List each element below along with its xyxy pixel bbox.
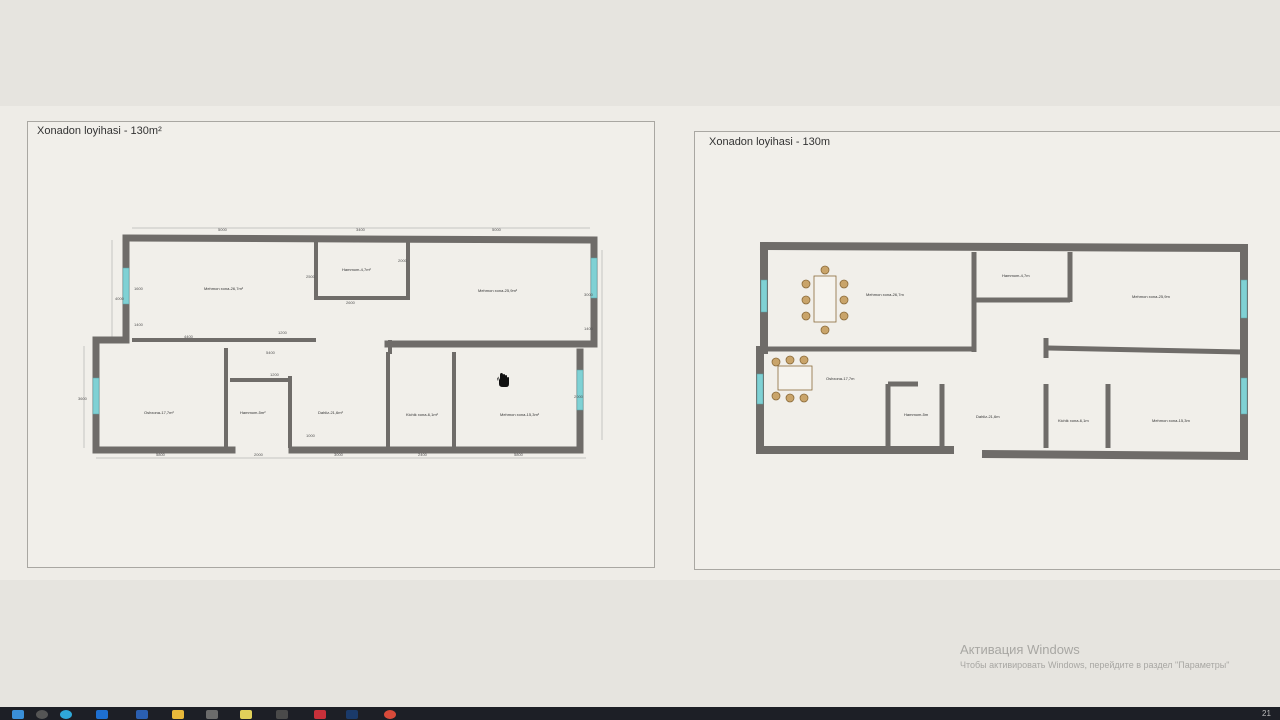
left-floor-plan — [83, 227, 603, 459]
dim-inner-6: 4400 — [184, 334, 194, 339]
right-floor-plan — [756, 241, 1248, 461]
wall-bottom-right — [388, 348, 584, 454]
autocad-icon[interactable] — [314, 710, 326, 719]
right-plan-title: Xonadon loyihasi - 130m — [709, 136, 831, 148]
dim-right-upper: 3000 — [584, 292, 594, 297]
dim-inner-1: 1600 — [134, 286, 144, 291]
photoshop-icon[interactable] — [346, 710, 358, 719]
dim-top-mid: 3400 — [356, 227, 366, 232]
wall-top-right — [122, 234, 598, 348]
dim-top-right: 5000 — [492, 227, 502, 232]
activation-watermark-text: Чтобы активировать Windows, перейдите в … — [960, 660, 1230, 670]
r-wall-inner-5 — [1047, 345, 1243, 355]
dim-inner-2: 2500 — [306, 274, 316, 279]
dim-inner-7: 1200 — [278, 330, 288, 335]
dim-bottom-2: 2000 — [254, 452, 264, 457]
taskbar: 21 — [0, 707, 1280, 720]
dim-right-lower: 2000 — [574, 394, 584, 399]
dim-left-lower: 3600 — [78, 396, 88, 401]
window-right-upper — [590, 257, 598, 299]
dining-table-bottom — [771, 355, 813, 403]
room-label-hammom-top: Hammom-4,7m² — [342, 267, 372, 272]
dim-door-gap: 1000 — [306, 433, 316, 438]
dim-inner-9: 1200 — [270, 372, 280, 377]
hand-cursor-icon — [497, 373, 509, 387]
dim-inner-8: 5400 — [266, 350, 276, 355]
r-window-left-upper — [760, 279, 768, 313]
dim-bottom-5: 5800 — [514, 452, 524, 457]
window-left-upper — [122, 267, 130, 305]
tray-clock[interactable]: 21 — [1262, 709, 1271, 718]
sticky-notes-icon[interactable] — [240, 710, 252, 719]
folder-icon[interactable] — [172, 710, 184, 719]
media-icon[interactable] — [276, 710, 288, 719]
r-window-right-lower — [1240, 377, 1248, 415]
dim-left-upper: 4000 — [115, 296, 125, 301]
dim-bottom-1: 5800 — [156, 452, 166, 457]
dim-bottom-3: 3000 — [334, 452, 344, 457]
r-room-label-kichik-xona: Kichik xona-6,1m — [1058, 418, 1089, 423]
app-icon-generic[interactable] — [206, 710, 218, 719]
room-label-dahliz: Dahliz-21,6m² — [318, 410, 344, 415]
r-window-left-lower — [756, 373, 764, 405]
r-room-label-hammom-bottom: Hammom-5m — [904, 412, 929, 417]
chrome-icon[interactable] — [384, 710, 396, 719]
file-explorer-icon[interactable] — [96, 710, 108, 719]
dim-inner-3: 2600 — [346, 300, 356, 305]
room-label-mehmonxona-bottom: Mehmon xona-15,3m² — [500, 412, 540, 417]
r-room-label-mehmonxona-right: Mehmon xona-25,9m — [1132, 294, 1170, 299]
window-right-lower — [576, 369, 584, 411]
start-icon[interactable] — [12, 710, 24, 719]
room-label-mehmonxona-top: Mehmon xona-26,7m² — [204, 286, 244, 291]
word-icon[interactable] — [136, 710, 148, 719]
r-room-label-dahliz: Dahliz-21,6m — [976, 414, 1000, 419]
dim-right-mid: 1400 — [584, 326, 594, 331]
r-room-label-mehmonxona-top: Mehmon xona-26,7m — [866, 292, 904, 297]
left-plan-title: Xonadon loyihasi - 130m² — [37, 125, 162, 137]
wall-left — [92, 234, 236, 454]
room-label-hammom-bottom: Hammom-5m² — [240, 410, 266, 415]
dim-bottom-4: 2400 — [418, 452, 428, 457]
window-left-lower — [92, 377, 100, 415]
activation-watermark-title: Активация Windows — [960, 642, 1080, 657]
dim-top-left: 5000 — [218, 227, 228, 232]
room-label-oshxona: Oshxona-17,7m² — [144, 410, 174, 415]
r-window-right-upper — [1240, 279, 1248, 319]
r-room-label-mehmonxona-bottom: Mehmon xona-15,3m — [1152, 418, 1190, 423]
dining-table-top — [801, 265, 849, 335]
edge-browser-icon[interactable] — [60, 710, 72, 719]
r-room-label-oshxona: Oshxona-17,7m — [826, 376, 855, 381]
dim-inner-4: 2000 — [398, 258, 408, 263]
r-wall-outer-top-right — [759, 241, 1248, 461]
dim-inner-5: 1400 — [134, 322, 144, 327]
room-label-kichik-xona: Kichik xona-6,1m² — [406, 412, 439, 417]
r-room-label-hammom-top: Hammom-4,7m — [1002, 273, 1030, 278]
room-label-mehmonxona-right: Mehmon xona-25,9m² — [478, 288, 518, 293]
search-icon[interactable] — [36, 710, 48, 719]
